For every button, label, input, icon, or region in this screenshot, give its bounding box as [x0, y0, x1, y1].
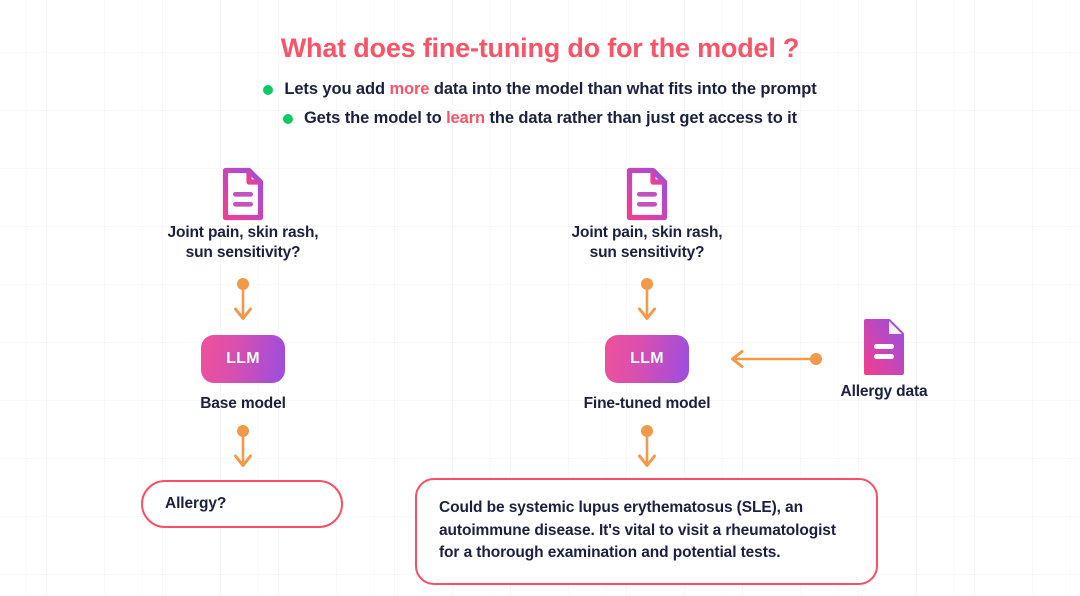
left-answer-box: Allergy?: [141, 480, 343, 528]
bullet-2-before: Gets the model to: [303, 109, 447, 127]
right-llm-label: LLM: [630, 350, 664, 367]
down-arrow-icon: [638, 278, 656, 320]
document-outline-icon: [626, 167, 668, 221]
right-llm-chip[interactable]: LLM: [605, 335, 689, 383]
bullet-1-highlight: more: [389, 80, 430, 98]
green-dot-icon: [282, 113, 293, 124]
down-arrow-icon: [234, 278, 252, 320]
left-arrow-icon: [731, 350, 822, 368]
page-title: What does fine-tuning do for the model ?: [280, 33, 800, 63]
down-arrow-icon: [638, 425, 656, 467]
bullet-2-highlight: learn: [446, 109, 486, 127]
document-filled-icon: [864, 319, 904, 375]
bullet-1-before: Lets you add: [284, 80, 390, 98]
left-arrow-2-wrap: [232, 425, 254, 471]
allergy-data-label: Allergy data: [840, 383, 928, 400]
left-llm-label: LLM: [226, 350, 260, 367]
right-answer-box: Could be systemic lupus erythematosus (S…: [415, 478, 878, 585]
list-item: Lets you add more data into the model th…: [0, 80, 1080, 99]
allergy-data-icon-wrap: [861, 318, 907, 381]
left-prompt-caption: Joint pain, skin rash, sun sensitivity?: [167, 224, 319, 262]
bullet-item-1-text: Lets you add more data into the model th…: [284, 80, 816, 99]
list-item: Gets the model to learn the data rather …: [0, 109, 1080, 128]
right-prompt-caption: Joint pain, skin rash, sun sensitivity?: [571, 224, 723, 262]
right-document-icon-wrap: [625, 166, 669, 227]
bullet-list: Lets you add more data into the model th…: [0, 80, 1080, 138]
down-arrow-icon: [234, 425, 252, 467]
green-dot-icon: [263, 84, 274, 95]
right-arrow-1-wrap: [636, 278, 658, 324]
allergy-data-arrow-wrap: [726, 348, 822, 370]
bullet-1-after: data into the model than what fits into …: [429, 80, 817, 98]
right-answer-text: Could be systemic lupus erythematosus (S…: [439, 499, 836, 562]
left-answer-text: Allergy?: [165, 494, 227, 512]
right-arrow-2-wrap: [636, 425, 658, 471]
bullet-2-after: the data rather than just get access to …: [485, 109, 798, 127]
left-model-label: Base model: [200, 395, 286, 412]
left-document-icon-wrap: [221, 166, 265, 227]
bullet-item-2-text: Gets the model to learn the data rather …: [304, 109, 797, 128]
right-model-label: Fine-tuned model: [583, 395, 711, 412]
left-arrow-1-wrap: [232, 278, 254, 324]
document-outline-icon: [222, 167, 264, 221]
left-llm-chip[interactable]: LLM: [201, 335, 285, 383]
